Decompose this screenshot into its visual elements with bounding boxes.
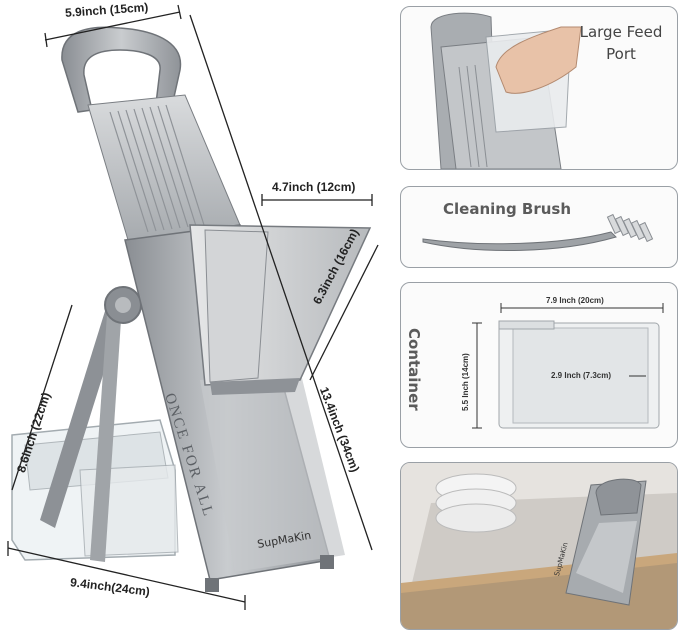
dimension-lines — [7, 4, 379, 610]
container-panel: Container 7.9 Inch (20cm) 5.5 Inch (14cm… — [400, 282, 678, 448]
container-height-label: 5.5 Inch (14cm) — [461, 353, 470, 411]
container-width-label: 7.9 Inch (20cm) — [546, 296, 604, 305]
mandoline-slicer-illustration: ONCE FOR ALL SupMaKin — [7, 4, 379, 610]
feed-width-label: 4.7inch (12cm) — [272, 180, 356, 194]
storage-panel: SupMaKin — [400, 462, 678, 630]
brush-illustration — [422, 213, 654, 252]
rear-leg — [90, 300, 122, 562]
container-inner-label: 2.9 Inch (7.3cm) — [551, 371, 612, 380]
front-leg — [40, 295, 125, 528]
brush-label: Cleaning Brush — [443, 200, 572, 218]
brush-panel: Cleaning Brush — [400, 186, 678, 268]
feed-port-illustration — [430, 12, 582, 169]
feed-port-panel: Large Feed Port — [400, 6, 678, 170]
drawer-storage-illustration — [401, 463, 677, 629]
container-illustration — [472, 303, 664, 429]
blade-deck — [87, 94, 241, 241]
feed-port-label: Large Feed Port — [579, 23, 663, 63]
